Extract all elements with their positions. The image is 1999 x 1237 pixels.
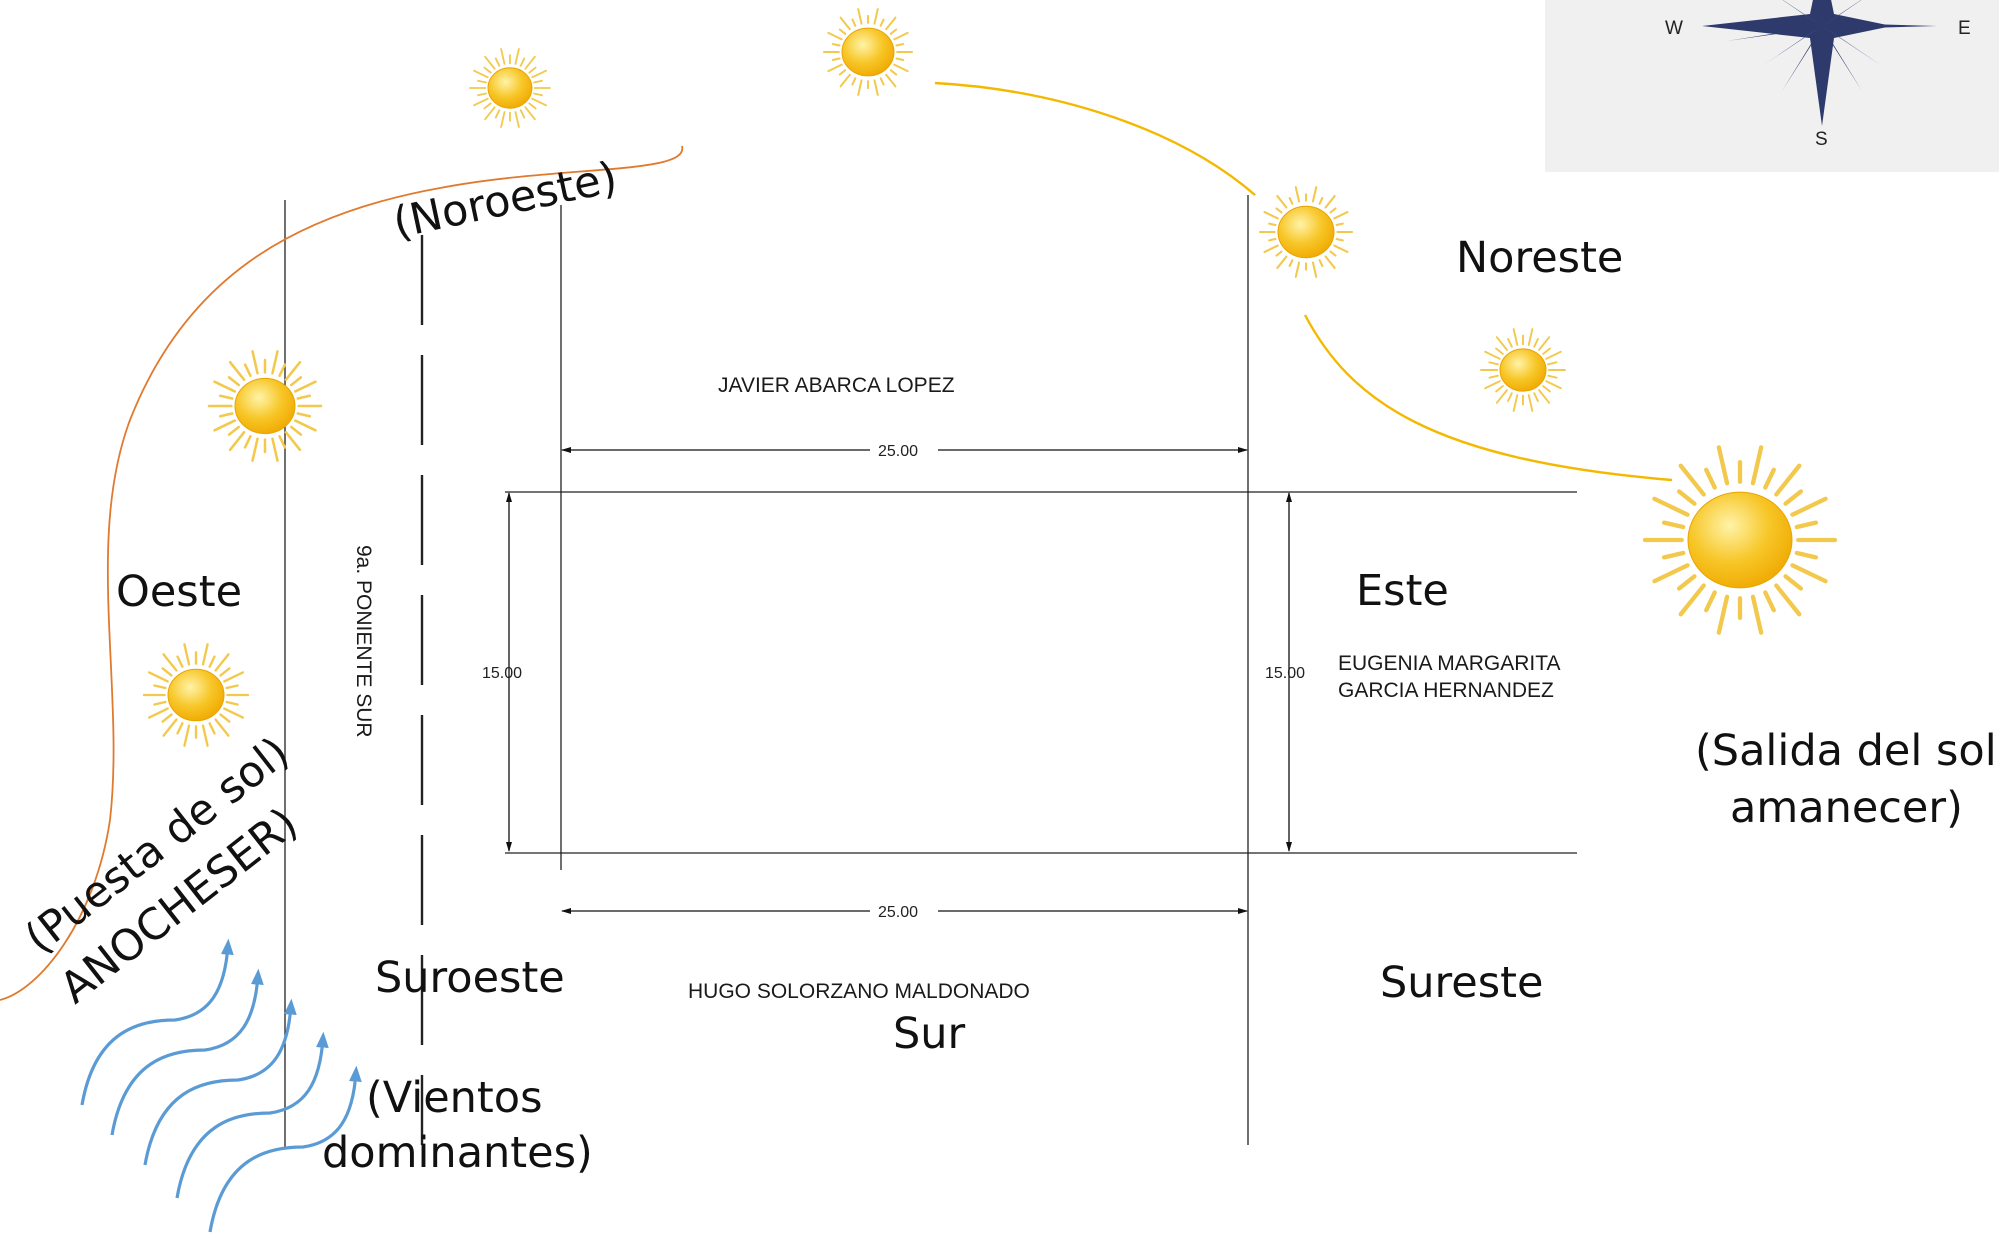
wind-arrow-icon [143, 998, 297, 1166]
wind-arrow-icon [175, 1031, 329, 1199]
dimension-lines [506, 447, 1292, 914]
sun-icon [1642, 445, 1838, 635]
winds-label-line2: dominantes) [322, 1128, 593, 1178]
label-suroeste: Suroeste [375, 953, 565, 1003]
winds-label-line1: (Vientos [366, 1073, 542, 1123]
sun-icon [207, 350, 323, 462]
label-este: Este [1356, 566, 1449, 616]
sun-icon [1258, 186, 1354, 278]
neighbor-east-line1: EUGENIA MARGARITA [1338, 652, 1560, 675]
wind-arrow-icon [110, 968, 264, 1136]
wind-arrows [80, 938, 362, 1233]
suns-layer [142, 8, 1838, 747]
compass-star [1702, 0, 1937, 126]
label-noroeste: (Noroeste) [389, 153, 622, 249]
sun-icon [469, 48, 551, 128]
label-noreste: Noreste [1456, 233, 1623, 283]
neighbor-south-label: HUGO SOLORZANO MALDONADO [688, 980, 1030, 1003]
dim-bottom-value: 25.00 [878, 904, 918, 921]
sunrise-label-line2: amanecer) [1730, 783, 1963, 833]
label-oeste: Oeste [116, 567, 242, 617]
sun-icon [142, 643, 250, 747]
sun-icon [1480, 328, 1566, 412]
label-sur: Sur [893, 1009, 966, 1059]
sunrise-label-line1: (Salida del sol [1695, 726, 1997, 776]
label-sureste: Sureste [1380, 958, 1543, 1008]
neighbor-north-label: JAVIER ABARCA LOPEZ [718, 374, 955, 397]
street-name-label: 9a. PONIENTE SUR [352, 545, 375, 738]
dim-top-value: 25.00 [878, 443, 918, 460]
compass-rose-icon: W E S [1545, 0, 1999, 172]
wind-arrow-icon [80, 938, 234, 1106]
dim-left-value: 15.00 [482, 665, 522, 682]
compass-east-label: E [1958, 18, 1971, 39]
sun-icon [823, 8, 913, 96]
neighbor-east-line2: GARCIA HERNANDEZ [1338, 679, 1554, 702]
sun-path-east-arc [1303, 314, 1673, 482]
wind-arrow-icon [208, 1065, 362, 1233]
compass-south-label: S [1815, 129, 1828, 150]
compass-west-label: W [1665, 18, 1683, 39]
sun-path-arc [934, 81, 1256, 196]
dim-right-value: 15.00 [1265, 665, 1305, 682]
property-drawing [284, 195, 1577, 1148]
sunset-curve [0, 145, 683, 1001]
